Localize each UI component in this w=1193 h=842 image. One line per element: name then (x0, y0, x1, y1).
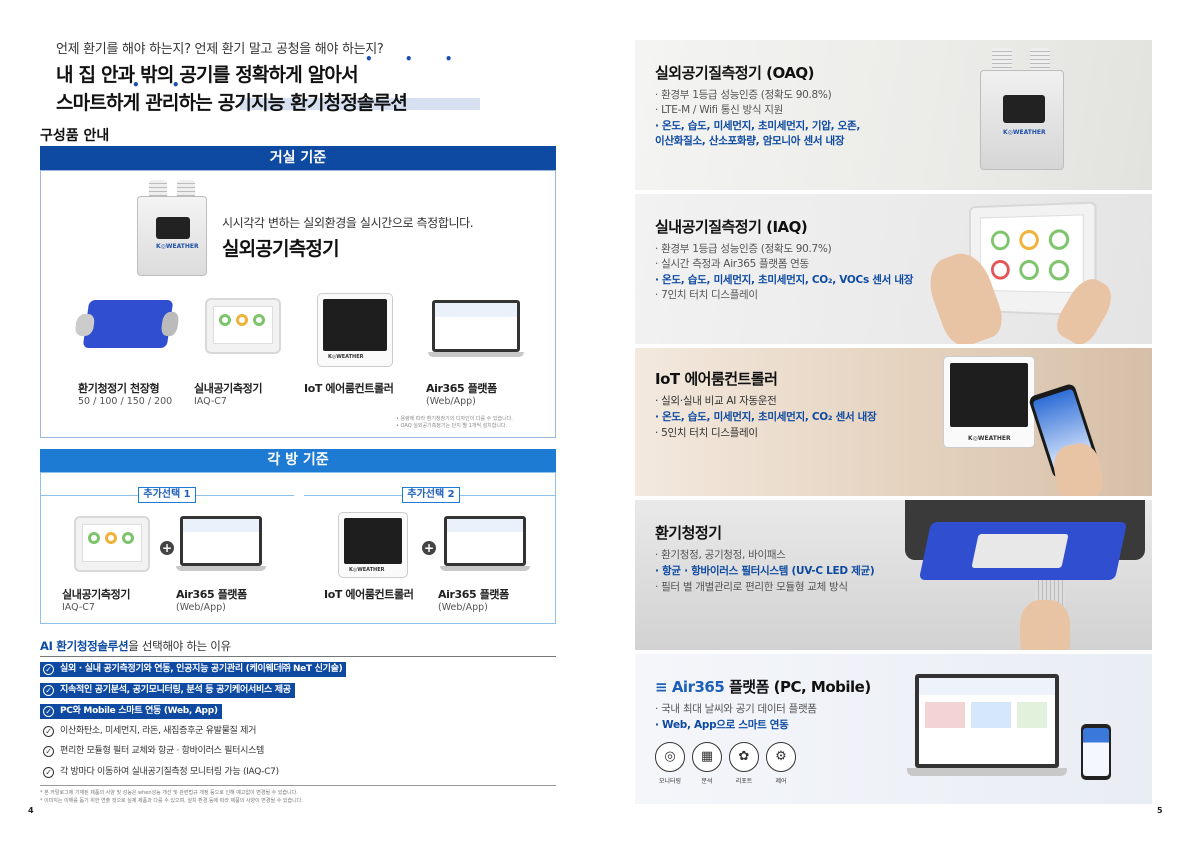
panel-oaq-line-1: · 환경부 1등급 성능인증 (정확도 90.8%) (655, 89, 832, 101)
laptop-image (428, 300, 524, 358)
section-title: 구성품 안내 (40, 128, 110, 144)
check-icon: ✓ (43, 685, 54, 696)
reasons-rule (40, 656, 556, 657)
panel-ventilator-line-3: · 필터 별 개별관리로 편리한 모듈형 교체 방식 (655, 581, 848, 593)
reason-3: ✓PC와 Mobile 스마트 연동 (Web, App) (40, 704, 222, 719)
footer-rule (40, 785, 556, 786)
report-label: 리포트 (735, 778, 753, 785)
option-1-iaq-image (74, 516, 150, 572)
product-1: 환기청정기 천장형 50 / 100 / 150 / 200 (78, 382, 173, 407)
panel-ventilator-title: 환기청정기 (655, 524, 722, 542)
analysis-icon: ▦ (692, 742, 722, 772)
footnote-2: * 이미지는 이해를 돕기 위한 연출 컷으로 실제 제품과 다를 수 있으며,… (40, 798, 303, 804)
panel-iaq-title: 실내공기질측정기 (IAQ) (655, 218, 808, 236)
option-2-controller-image: K◎WEATHER (338, 512, 408, 578)
option-2-rule (304, 495, 402, 496)
emphasis-dots-2: • • (132, 78, 194, 92)
air365-logo-icon: ≡ (655, 678, 668, 696)
oaq-name: 실외공기측정기 (222, 238, 340, 260)
plus-icon-2: + (422, 541, 436, 555)
oaq-description: 시시각각 변하는 실외환경을 실시간으로 측정합니다. (222, 216, 474, 230)
panel-controller-line-1: · 실외·실내 비교 AI 자동운전 (655, 395, 777, 407)
product-3: IoT 에어룸컨트롤러 (304, 382, 394, 395)
headline-line-2: 스마트하게 관리하는 공기지능 환기청정솔루션 (56, 92, 408, 114)
reason-1: ✓실외 · 실내 공기측정기와 연동, 인공지능 공기관리 (케이웨더㈜ NeT… (40, 662, 347, 677)
check-icon: ✓ (43, 664, 54, 675)
product-4: Air365 플랫폼 (Web/App) (426, 382, 497, 407)
option-2-laptop-image (440, 516, 530, 572)
panel-air365-line-1: · 국내 최대 날씨와 공기 데이터 플랫폼 (655, 703, 817, 715)
ventilator-image (74, 300, 180, 348)
panel-air365: ≡ Air365 플랫폼 (PC, Mobile) · 국내 최대 날씨와 공기… (635, 654, 1152, 804)
panel-controller-line-3: · 5인치 터치 디스플레이 (655, 427, 758, 439)
monitoring-label: 모니터링 (658, 778, 682, 785)
panel-ventilator: 환기청정기 · 환기청정, 공기청정, 바이패스 · 항균 · 항바이러스 필터… (635, 500, 1152, 650)
footnote-1: * 본 카탈로그에 기재된 제품의 사양 및 성능은 when성능 개선 및 관… (40, 790, 298, 796)
panel-oaq-line-4: 이산화질소, 산소포화량, 암모니아 센서 내장 (655, 135, 845, 147)
panel-air365-line-2: · Web, App으로 스마트 연동 (655, 719, 789, 731)
headline-line-1: 내 집 안과 밖의 공기를 정확하게 알아서 (56, 64, 359, 86)
check-icon: ✓ (43, 726, 54, 737)
report-icon: ✿ (729, 742, 759, 772)
check-icon: ✓ (43, 746, 54, 757)
page-number-left: 4 (28, 806, 34, 815)
option-1-label: 추가선택 1 (138, 487, 196, 503)
reasons-title: AI 환기청정솔루션을 선택해야 하는 이유 (40, 639, 231, 653)
analysis-label: 분석 (701, 778, 713, 785)
product-2: 실내공기측정기 IAQ-C7 (194, 382, 263, 407)
ventilator-panel (918, 522, 1128, 580)
reason-2: ✓지속적인 공기분석, 공기모니터링, 분석 등 공기케어서비스 제공 (40, 683, 295, 698)
panel-oaq: 실외공기질측정기 (OAQ) · 환경부 1등급 성능인증 (정확도 90.8%… (635, 40, 1152, 190)
panel-controller-device: K◎WEATHER (943, 356, 1035, 448)
product-notes: • 용량에 따라 환기청정기의 디자인이 다를 수 있습니다. • OAQ 실외… (396, 416, 513, 429)
option-1-item-1: 실내공기측정기 IAQ-C7 (62, 588, 131, 613)
option-1-item-2: Air365 플랫폼 (Web/App) (176, 588, 247, 613)
option-2-item-1: IoT 에어룸컨트롤러 (324, 588, 414, 601)
panel-iaq-line-4: · 7인치 터치 디스플레이 (655, 289, 758, 301)
reason-4: ✓이산화탄소, 미세먼지, 라돈, 새집증후군 유발물질 제거 (40, 724, 260, 739)
emphasis-dots: • • • (365, 52, 467, 66)
panel-iaq-line-2: · 실시간 측정과 Air365 플랫폼 연동 (655, 258, 809, 270)
panel-ventilator-line-2: · 항균 · 항바이러스 필터시스템 (UV-C LED 제균) (655, 565, 875, 577)
option-2-item-2: Air365 플랫폼 (Web/App) (438, 588, 509, 613)
iaq-image (205, 298, 281, 354)
panel-oaq-line-2: · LTE-M / Wifi 통신 방식 지원 (655, 104, 783, 116)
plus-icon: + (160, 541, 174, 555)
panel-air365-title: ≡ Air365 플랫폼 (PC, Mobile) (655, 678, 871, 696)
check-icon: ✓ (43, 767, 54, 778)
reason-5: ✓편리한 모듈형 필터 교체와 항균 · 항바이러스 필터시스템 (40, 744, 268, 759)
panel-controller: IoT 에어룸컨트롤러 · 실외·실내 비교 AI 자동운전 · 온도, 습도,… (635, 348, 1152, 496)
air365-phone-image (1081, 724, 1111, 780)
option-1-laptop-image (176, 516, 266, 572)
option-1-rule-r (196, 495, 294, 496)
panel-ventilator-line-1: · 환기청정, 공기청정, 바이패스 (655, 549, 786, 561)
control-label: 제어 (775, 778, 787, 785)
control-icon: ⚙ (766, 742, 796, 772)
panel-iaq-line-1: · 환경부 1등급 성능인증 (정확도 90.7%) (655, 243, 832, 255)
headline-highlight (240, 98, 480, 110)
panel-iaq-line-3: · 온도, 습도, 미세먼지, 초미세먼지, CO₂, VOCs 센서 내장 (655, 274, 914, 286)
page-number-right: 5 (1157, 806, 1163, 815)
reason-6: ✓각 방마다 이동하여 실내공기질측정 모니터링 가능 (IAQ-C7) (40, 765, 283, 780)
panel-oaq-line-3: · 온도, 습도, 미세먼지, 초미세먼지, 기압, 오존, (655, 120, 861, 132)
air365-laptop-image (907, 674, 1067, 778)
check-icon: ✓ (43, 706, 54, 717)
panel-controller-line-2: · 온도, 습도, 미세먼지, 초미세먼지, CO₂ 센서 내장 (655, 411, 877, 423)
panel-controller-title: IoT 에어룸컨트롤러 (655, 370, 778, 388)
panel-iaq: 실내공기질측정기 (IAQ) · 환경부 1등급 성능인증 (정확도 90.7%… (635, 194, 1152, 344)
option-2-label: 추가선택 2 (402, 487, 460, 503)
living-room-header: 거실 기준 (40, 146, 556, 170)
option-1-rule (40, 495, 138, 496)
each-room-header: 각 방 기준 (40, 449, 556, 472)
controller-image: K◎WEATHER (317, 293, 393, 367)
intro-question: 언제 환기를 해야 하는지? 언제 환기 말고 공청을 해야 하는지? (56, 42, 384, 57)
panel-oaq-title: 실외공기질측정기 (OAQ) (655, 64, 815, 82)
monitoring-icon: ◎ (655, 742, 685, 772)
hand-image-4 (1020, 600, 1070, 650)
option-2-rule-r (460, 495, 556, 496)
